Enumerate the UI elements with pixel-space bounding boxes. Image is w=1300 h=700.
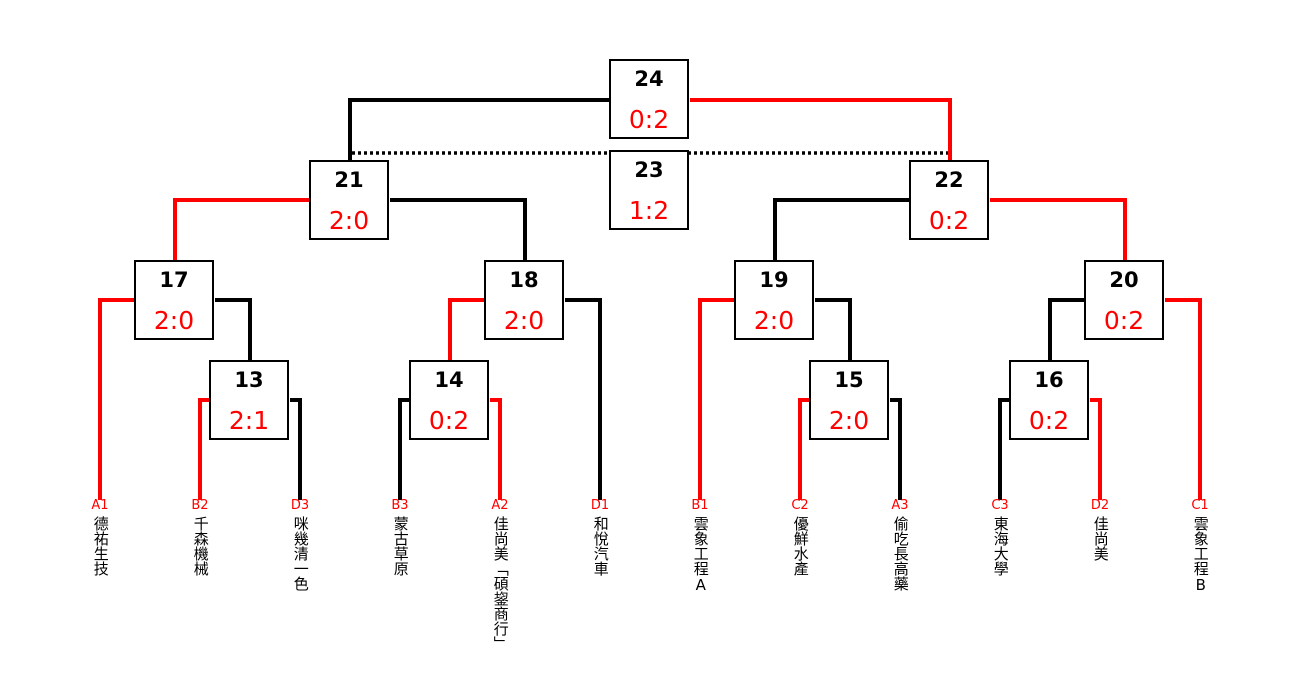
line-20-16 [1048,298,1085,360]
team-seed: B1 [691,498,709,513]
match-24: 24 0:2 [609,59,689,139]
match-score: 1:2 [628,196,670,225]
team-seed: D1 [590,498,610,513]
match-score: 0:2 [1028,406,1070,435]
match-17: 17 2:0 [134,260,214,340]
line-21-17 [173,198,310,260]
team-seed: B3 [391,498,409,513]
match-number: 16 [1034,368,1064,392]
match-21: 21 2:0 [309,160,389,240]
team-seed: C1 [1191,498,1209,513]
team-seed: C2 [791,498,809,513]
team-seed: A3 [891,498,909,513]
team-name: 優鮮水產 [791,516,810,576]
match-number: 20 [1109,268,1139,292]
team-seed: A1 [91,498,109,513]
line-18-14 [448,298,485,360]
match-number: 15 [834,368,864,392]
match-22: 22 0:2 [909,160,989,240]
line-17-a1 [98,298,135,500]
team-d1: D1 和悅汽車 [585,498,615,576]
team-c1: C1 雲象工程B [1185,498,1215,594]
team-seed: C3 [991,498,1009,513]
match-score: 2:0 [153,306,195,335]
team-name: 雲象工程A [691,516,710,594]
team-name: 和悅汽車 [591,516,610,576]
line-19-15 [815,298,852,360]
line-24-21 [348,98,610,160]
team-a1: A1 德祐生技 [85,498,115,576]
team-name: 蒙古草原 [391,516,410,576]
team-c2: C2 優鮮水產 [785,498,815,576]
match-number: 23 [634,158,664,182]
match-score: 2:0 [753,306,795,335]
match-score: 2:0 [503,306,545,335]
line-15-c2 [798,398,810,500]
team-a2: A2 佳尚美「碩鋆商行」 [485,498,515,651]
line-22-19 [773,198,910,260]
match-score: 2:0 [328,206,370,235]
line-13-b2 [198,398,210,500]
team-c3: C3 東海大學 [985,498,1015,576]
match-number: 18 [509,268,539,292]
line-20-c1 [1165,298,1202,500]
team-name: 德祐生技 [91,516,110,576]
team-b3: B3 蒙古草原 [385,498,415,576]
line-13-d3 [290,398,302,500]
line-17-13 [215,298,252,360]
team-name: 佳尚美「碩鋆商行」 [491,516,510,651]
team-d2: D2 佳尚美 [1085,498,1115,561]
team-d3: D3 咪幾清一色 [285,498,315,591]
match-score: 2:1 [228,406,270,435]
match-score: 0:2 [628,105,670,134]
team-seed: D3 [290,498,310,513]
match-number: 14 [434,368,464,392]
match-20: 20 0:2 [1084,260,1164,340]
match-19: 19 2:0 [734,260,814,340]
team-b2: B2 千森機械 [185,498,215,576]
line-14-b3 [398,398,410,500]
line-24-22 [690,98,952,160]
team-name: 雲象工程B [1191,516,1210,594]
team-seed: A2 [491,498,509,513]
team-b1: B1 雲象工程A [685,498,715,594]
match-number: 21 [334,168,364,192]
team-name: 東海大學 [991,516,1010,576]
line-22-20 [990,198,1127,260]
team-name: 佳尚美 [1091,516,1110,561]
match-23: 23 1:2 [609,150,689,230]
match-score: 0:2 [928,206,970,235]
match-15: 15 2:0 [809,360,889,440]
line-18-d1 [565,298,602,500]
match-14: 14 0:2 [409,360,489,440]
team-a3: A3 偷吃長高藥 [885,498,915,591]
team-name: 咪幾清一色 [291,516,310,591]
line-16-d2 [1090,398,1102,500]
team-name: 千森機械 [191,516,210,576]
team-seed: D2 [1090,498,1110,513]
match-number: 17 [159,268,189,292]
team-name: 偷吃長高藥 [891,516,910,591]
line-19-b1 [698,298,735,500]
team-seed: B2 [191,498,209,513]
match-score: 0:2 [1103,306,1145,335]
match-13: 13 2:1 [209,360,289,440]
match-number: 19 [759,268,789,292]
line-16-c3 [998,398,1010,500]
match-16: 16 0:2 [1009,360,1089,440]
match-number: 13 [234,368,264,392]
line-14-a2 [490,398,502,500]
match-number: 22 [934,168,964,192]
match-18: 18 2:0 [484,260,564,340]
line-21-18 [390,198,527,260]
match-number: 24 [634,67,664,91]
line-15-a3 [890,398,902,500]
match-score: 0:2 [428,406,470,435]
match-score: 2:0 [828,406,870,435]
